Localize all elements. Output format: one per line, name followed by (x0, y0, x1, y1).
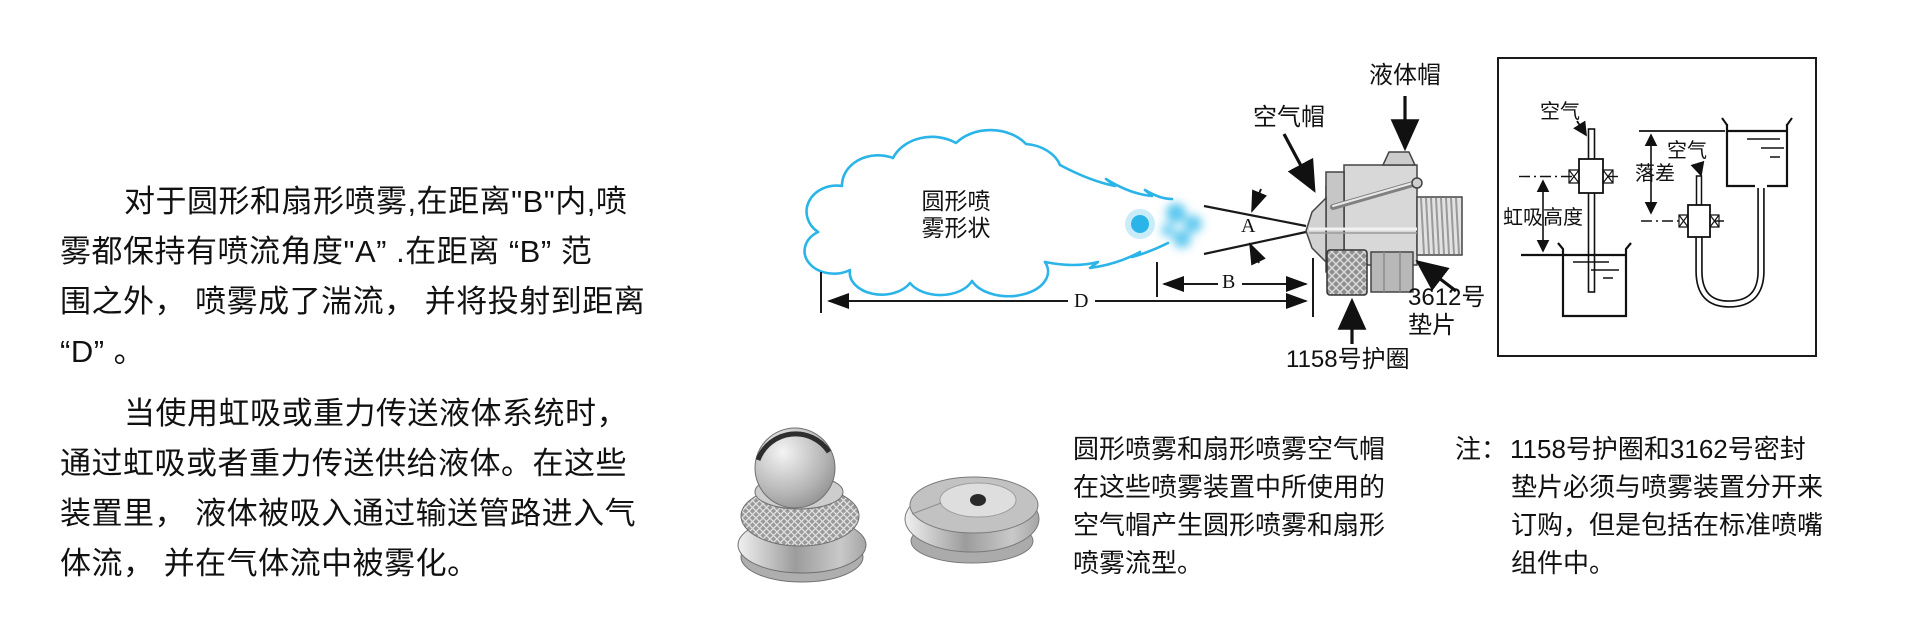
order-note: 注：1158号护圈和3162号密封 垫片必须与喷雾装置分开来 订购，但是包括在标… (1455, 430, 1823, 582)
retainer-label: 1158号护圈 (1286, 346, 1410, 373)
air-left-label: 空气 (1540, 101, 1580, 123)
siphon-height-label: 虹吸高度 (1503, 207, 1583, 229)
callout-arrows (1282, 96, 1457, 344)
air-cap-caption: 圆形喷雾和扇形喷雾空气帽 在这些喷雾装置中所使用的 空气帽产生圆形喷雾和扇形 喷… (1073, 430, 1385, 582)
siphon-gravity-inset: 空气 虹吸高度 空气 落差 (1497, 57, 1817, 357)
text-line: “D” 。 (60, 334, 146, 369)
text-line: 通过虹吸或者重力传送供给液体。在这些 (60, 446, 627, 481)
spray-diagram (803, 96, 1463, 344)
text-line: 在这些喷雾装置中所使用的 (1073, 472, 1386, 502)
air-right-label: 空气 (1667, 140, 1707, 162)
text-line: 喷雾流型。 (1073, 548, 1204, 578)
air-cap-label: 空气帽 (1253, 104, 1325, 131)
cloud-label: 圆形喷 雾形状 (921, 188, 991, 241)
gasket-label: 3612号 垫片 (1408, 284, 1486, 339)
dimension-lines (820, 258, 1314, 317)
text-line: 装置里， 液体被吸入通过输送管路进入气 (60, 496, 637, 531)
text-line: 圆形喷雾和扇形喷雾空气帽 (1073, 434, 1386, 464)
dim-a-label: A (1241, 215, 1256, 237)
note-first-line: 注：1158号护圈和3162号密封 (1455, 434, 1806, 464)
spray-cloud (803, 128, 1174, 298)
gravity-drawing (1639, 117, 1793, 308)
head-drop-label: 落差 (1635, 163, 1675, 185)
text-line: 围之外， 喷雾成了湍流， 并将投射到距离 (60, 284, 646, 319)
dome-cap-photo (737, 427, 867, 583)
note-label: 注： (1455, 434, 1508, 464)
paragraph-siphon-gravity: 当使用虹吸或重力传送液体系统时， 通过虹吸或者重力传送供给液体。在这些 装置里，… (60, 389, 636, 589)
text-line: 雾都保持有喷流角度"A” .在距离 “B” 范 (60, 234, 593, 269)
siphon-drawing (1519, 120, 1632, 318)
disc-cap-photo (904, 476, 1040, 564)
spray-angle-lines (1203, 188, 1307, 266)
spray-droplets (1125, 203, 1202, 248)
inset-drawing (1519, 117, 1793, 318)
dim-d-label: D (1074, 290, 1089, 312)
paragraph-spray-angle: 对于圆形和扇形喷雾,在距离"B"内,喷 雾都保持有喷流角度"A” .在距离 “B… (60, 177, 645, 377)
dim-b-label: B (1222, 271, 1236, 293)
text-line: 空气帽产生圆形喷雾和扇形 (1073, 510, 1386, 540)
liquid-cap-label: 液体帽 (1369, 62, 1441, 89)
text-line: 组件中。 (1511, 548, 1616, 578)
nozzle-cap-photos (737, 427, 1040, 583)
text-line: 订购，但是包括在标准喷嘴 (1511, 510, 1824, 540)
nozzle-illustration (1305, 151, 1463, 296)
text-line: 当使用虹吸或重力传送液体系统时， (124, 396, 628, 431)
text-line: 体流， 并在气体流中被雾化。 (60, 546, 479, 581)
text-line: 对于圆形和扇形喷雾,在距离"B"内,喷 (124, 184, 628, 219)
text-line: 垫片必须与喷雾装置分开来 (1511, 472, 1824, 502)
